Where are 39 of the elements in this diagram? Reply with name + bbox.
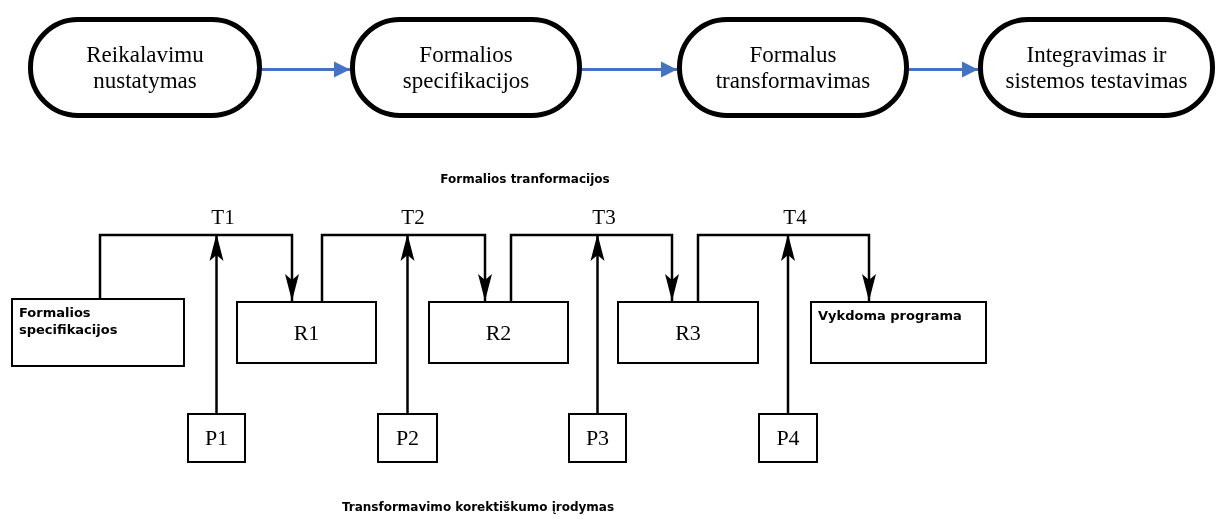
process-box [568, 413, 627, 463]
arrow [590, 234, 605, 413]
node-label: P1 [204, 425, 229, 451]
arrow [209, 234, 224, 413]
caption-text: Transformavimo korektiškumo įrodymas [341, 500, 615, 514]
arrow [509, 233, 679, 301]
process-box [617, 301, 759, 364]
arrow [909, 61, 978, 78]
process-box [377, 413, 438, 463]
node-label: Formalus transformavimas [714, 41, 872, 94]
node-label: P4 [776, 425, 800, 451]
arrow [781, 234, 795, 413]
process-box [758, 413, 818, 463]
node-label: R2 [485, 319, 512, 346]
arrow [582, 61, 677, 78]
node-label: Vykdoma programa [818, 307, 962, 324]
arrow [320, 233, 492, 301]
node-label: T1 [211, 206, 235, 228]
arrow [696, 233, 876, 301]
node-label: T3 [592, 206, 616, 228]
node-label: P3 [585, 425, 610, 451]
node-label: R3 [675, 319, 701, 346]
node-label: T2 [401, 206, 425, 228]
arrow [400, 234, 415, 413]
process-box [236, 301, 377, 364]
process-box [187, 413, 246, 463]
process-box [428, 301, 569, 364]
arrow [262, 61, 350, 78]
node-label: Formalios specifikacijos [19, 304, 119, 338]
process-box [11, 298, 185, 367]
node-label: P2 [395, 425, 420, 451]
node-label: Reikalavimu nustatymas [85, 41, 205, 94]
process-box [810, 301, 987, 364]
node-label: T4 [783, 206, 807, 228]
node-label: Integravimas ir sistemos testavimas [1004, 41, 1189, 94]
node-label: R1 [293, 319, 320, 346]
node-label: Formalios specifikacijos [401, 41, 531, 94]
arrow [98, 233, 299, 301]
caption-text: Formalios tranformacijos [440, 172, 610, 186]
